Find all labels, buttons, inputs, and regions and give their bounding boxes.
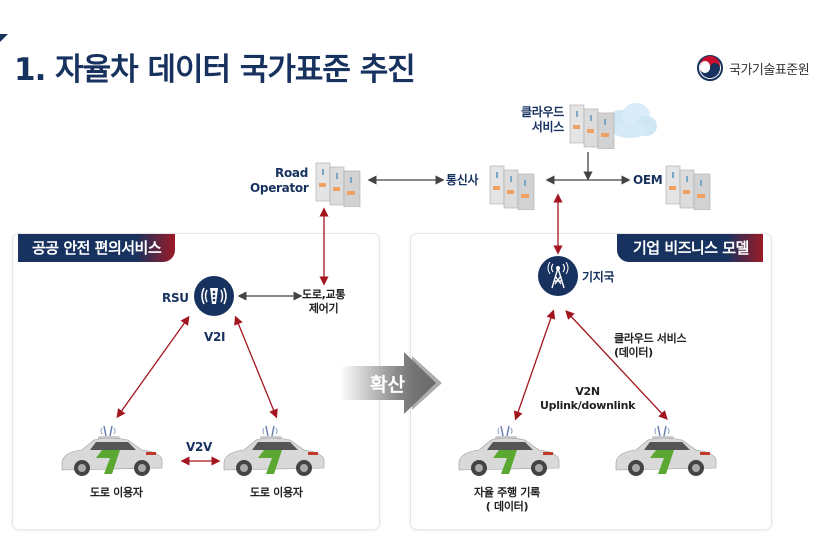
cloud-service-line2: 서비스 bbox=[531, 120, 565, 134]
cloud-data-line2: (데이터) bbox=[614, 346, 653, 359]
road-operator-server-icon bbox=[315, 162, 361, 207]
traffic-signal-icon bbox=[201, 287, 227, 305]
oem-server-icon bbox=[665, 165, 711, 210]
telecom-label: 통신사 bbox=[446, 173, 479, 187]
public-safety-tag: 공공 안전 편의서비스 bbox=[18, 234, 176, 262]
rsu-node bbox=[194, 276, 234, 316]
v2n-label: V2N Uplink/downlink bbox=[540, 385, 635, 413]
telecom-server-icon bbox=[489, 165, 535, 210]
car-icon bbox=[61, 425, 163, 476]
road-control-line1: 도로,교통 bbox=[302, 288, 346, 301]
rsu-label: RSU bbox=[162, 291, 189, 305]
v2n-line1: V2N bbox=[575, 385, 600, 398]
cloud-server-icon bbox=[569, 104, 615, 149]
oem-label: OEM bbox=[633, 173, 663, 187]
driving-record-label: 자율 주행 기록 ( 데이터) bbox=[474, 486, 540, 514]
v2n-right-link bbox=[565, 310, 668, 420]
car-icon bbox=[615, 425, 717, 477]
base-station-label: 기지국 bbox=[582, 270, 615, 284]
v2i-label: V2I bbox=[204, 330, 226, 344]
road-control-label: 도로,교통 제어기 bbox=[302, 288, 345, 316]
public-safety-panel bbox=[12, 233, 380, 530]
base-station-node bbox=[538, 256, 578, 296]
road-control-line2: 제어기 bbox=[308, 302, 339, 315]
page-title: 1. 자율차 데이터 국가표준 추진 bbox=[14, 52, 416, 88]
v2n-line2: Uplink/downlink bbox=[540, 399, 636, 412]
cloud-data-label: 클라우드 서비스 (데이터) bbox=[614, 332, 687, 360]
road-user-2-label: 도로 이용자 bbox=[250, 486, 303, 499]
cell-tower-icon bbox=[547, 262, 569, 289]
business-model-tag: 기업 비즈니스 모델 bbox=[617, 234, 763, 262]
road-operator-line2: Operator bbox=[250, 181, 309, 195]
car-icon bbox=[458, 425, 560, 477]
road-operator-line1: Road bbox=[275, 166, 308, 180]
org-logo: 국가기술표준원 bbox=[697, 55, 810, 81]
spread-label: 확산 bbox=[370, 374, 405, 396]
v2i-right-link bbox=[234, 315, 278, 419]
v2n-left-link bbox=[513, 309, 556, 421]
cloud-service-line1: 클라우드 bbox=[521, 105, 564, 119]
driving-record-line2: ( 데이터) bbox=[485, 500, 529, 513]
v2i-left-link bbox=[116, 315, 190, 419]
driving-record-line1: 자율 주행 기록 bbox=[474, 486, 540, 499]
cloud-data-line1: 클라우드 서비스 bbox=[614, 332, 687, 345]
spread-arrow-icon bbox=[340, 352, 442, 414]
road-operator-label: Road Operator bbox=[250, 166, 309, 196]
road-user-1-label: 도로 이용자 bbox=[90, 486, 143, 499]
v2v-label: V2V bbox=[186, 440, 213, 454]
cloud-service-label: 클라우드 서비스 bbox=[510, 105, 564, 135]
org-name: 국가기술표준원 bbox=[729, 62, 810, 78]
taegeuk-logo-icon bbox=[697, 55, 723, 81]
corner-decoration bbox=[0, 34, 8, 42]
car-icon bbox=[223, 425, 325, 477]
